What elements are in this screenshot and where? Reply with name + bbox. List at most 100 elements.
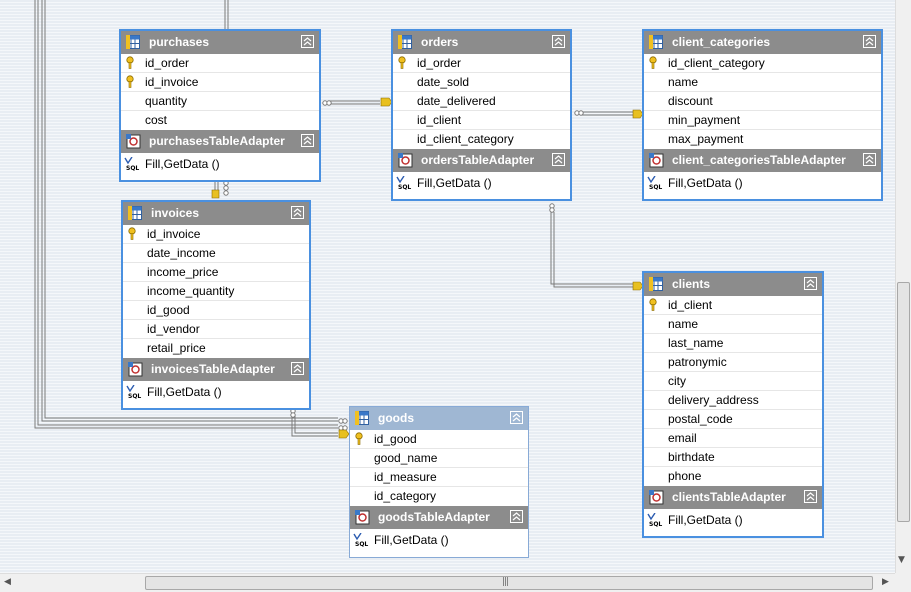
scroll-left-arrow-icon[interactable]: ◀ [4,577,11,587]
scroll-down-arrow-icon[interactable]: ▼ [898,555,905,565]
column-row[interactable]: id_measure [350,468,528,487]
table-adapter-header[interactable]: goodsTableAdapter [350,506,528,529]
table-adapter-header[interactable]: purchasesTableAdapter [121,130,319,153]
column-row[interactable]: good_name [350,449,528,468]
column-row[interactable]: id_order [121,54,319,73]
column-row[interactable]: city [644,372,822,391]
column-row[interactable]: date_income [123,244,309,263]
column-row[interactable]: id_category [350,487,528,506]
dataset-designer-canvas[interactable]: purchases id_order id_invoice quantity c… [0,0,895,573]
table-adapter-header[interactable]: client_categoriesTableAdapter [644,149,881,172]
column-row[interactable]: birthdate [644,448,822,467]
collapse-icon[interactable] [804,490,817,503]
column-row[interactable]: id_client [644,296,822,315]
table-header[interactable]: clients [644,273,822,296]
table-header[interactable]: goods [350,407,528,430]
query-name: Fill,GetData () [145,157,220,171]
vertical-scrollbar[interactable]: ▼ [895,0,911,573]
table-header[interactable]: purchases [121,31,319,54]
primary-key-icon [398,56,406,69]
column-row[interactable]: id_good [350,430,528,449]
column-row[interactable]: date_delivered [393,92,570,111]
query-row[interactable]: SQL Fill,GetData () [644,172,881,194]
column-row[interactable]: id_invoice [123,225,309,244]
column-row[interactable]: id_client_category [393,130,570,149]
table-orders[interactable]: orders id_order date_sold date_delivered… [391,29,572,201]
collapse-icon[interactable] [552,35,565,48]
collapse-icon[interactable] [552,153,565,166]
column-row[interactable]: id_invoice [121,73,319,92]
column-row[interactable]: delivery_address [644,391,822,410]
table-header[interactable]: orders [393,31,570,54]
column-name: retail_price [147,341,206,355]
collapse-icon[interactable] [291,206,304,219]
column-name: last_name [668,336,724,350]
column-row[interactable]: discount [644,92,881,111]
query-name: Fill,GetData () [147,385,222,399]
column-row[interactable]: name [644,315,822,334]
table-header[interactable]: invoices [123,202,309,225]
column-row[interactable]: retail_price [123,339,309,358]
table-client-categories[interactable]: client_categories id_client_category nam… [642,29,883,201]
table-adapter-header[interactable]: invoicesTableAdapter [123,358,309,381]
column-row[interactable]: income_quantity [123,282,309,301]
query-row[interactable]: SQL Fill,GetData () [350,529,528,551]
scrollbar-corner [895,573,911,592]
column-row[interactable]: quantity [121,92,319,111]
column-row[interactable]: id_vendor [123,320,309,339]
table-clients[interactable]: clients id_client name last_name patrony… [642,271,824,538]
column-row[interactable]: id_good [123,301,309,320]
horizontal-scroll-thumb[interactable]: ||| [145,576,873,590]
collapse-icon[interactable] [291,362,304,375]
column-row[interactable]: id_client [393,111,570,130]
sql-query-icon: SQL [396,176,411,190]
collapse-icon[interactable] [301,35,314,48]
column-row[interactable]: id_client_category [644,54,881,73]
column-row[interactable]: patronymic [644,353,822,372]
column-list: id_order date_sold date_delivered id_cli… [393,54,570,149]
query-row[interactable]: SQL Fill,GetData () [123,381,309,403]
svg-text:SQL: SQL [649,521,662,527]
collapse-icon[interactable] [863,153,876,166]
table-goods[interactable]: goods id_good good_name id_measure id_ca… [349,406,529,558]
table-adapter-header[interactable]: ordersTableAdapter [393,149,570,172]
collapse-icon[interactable] [510,411,523,424]
vertical-scroll-thumb[interactable] [897,282,910,522]
column-name: date_income [147,246,216,260]
column-row[interactable]: date_sold [393,73,570,92]
column-name: max_payment [668,132,744,146]
column-row[interactable]: name [644,73,881,92]
column-name: id_vendor [147,322,200,336]
column-name: id_category [374,489,437,503]
column-name: id_order [417,56,462,70]
column-name: id_client [417,113,462,127]
table-adapter-header[interactable]: clientsTableAdapter [644,486,822,509]
column-row[interactable]: income_price [123,263,309,282]
query-row[interactable]: SQL Fill,GetData () [121,153,319,175]
column-row[interactable]: min_payment [644,111,881,130]
table-name: orders [421,35,459,49]
collapse-icon[interactable] [301,134,314,147]
horizontal-scrollbar[interactable]: ◀ ||| ▶ [0,573,895,592]
collapse-icon[interactable] [863,35,876,48]
column-row[interactable]: last_name [644,334,822,353]
column-row[interactable]: id_order [393,54,570,73]
query-row[interactable]: SQL Fill,GetData () [644,509,822,531]
scroll-right-arrow-icon[interactable]: ▶ [882,577,889,587]
table-header[interactable]: client_categories [644,31,881,54]
collapse-icon[interactable] [510,510,523,523]
column-row[interactable]: phone [644,467,822,486]
collapse-icon[interactable] [804,277,817,290]
sql-query-icon: SQL [353,533,368,547]
sql-query-icon: SQL [647,513,662,527]
table-icon [355,411,369,425]
column-row[interactable]: postal_code [644,410,822,429]
table-invoices[interactable]: invoices id_invoice date_income income_p… [121,200,311,410]
column-row[interactable]: max_payment [644,130,881,149]
query-row[interactable]: SQL Fill,GetData () [393,172,570,194]
column-row[interactable]: email [644,429,822,448]
table-adapter-icon [398,153,413,168]
column-name: name [668,317,699,331]
table-purchases[interactable]: purchases id_order id_invoice quantity c… [119,29,321,182]
column-row[interactable]: cost [121,111,319,130]
